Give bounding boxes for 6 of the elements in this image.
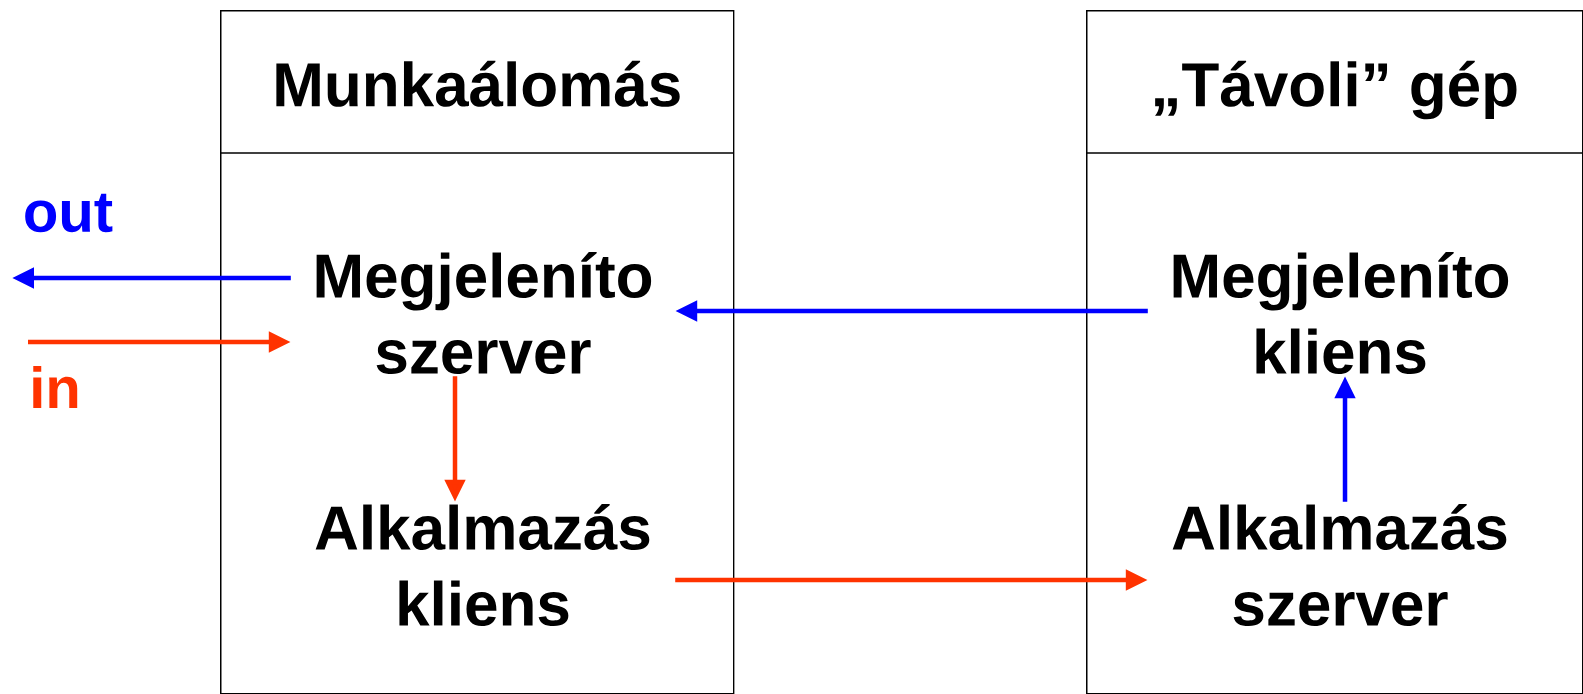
text-label: Megjeleníto kliens xyxy=(1173,251,1509,375)
edge-label: out xyxy=(25,193,113,233)
text-label: Alkalmazás szerver xyxy=(1172,503,1507,627)
text-label: Alkalmazás kliens xyxy=(315,503,650,627)
text-label: Megjeleníto szerver xyxy=(316,251,652,375)
edge-label: in xyxy=(33,366,78,408)
